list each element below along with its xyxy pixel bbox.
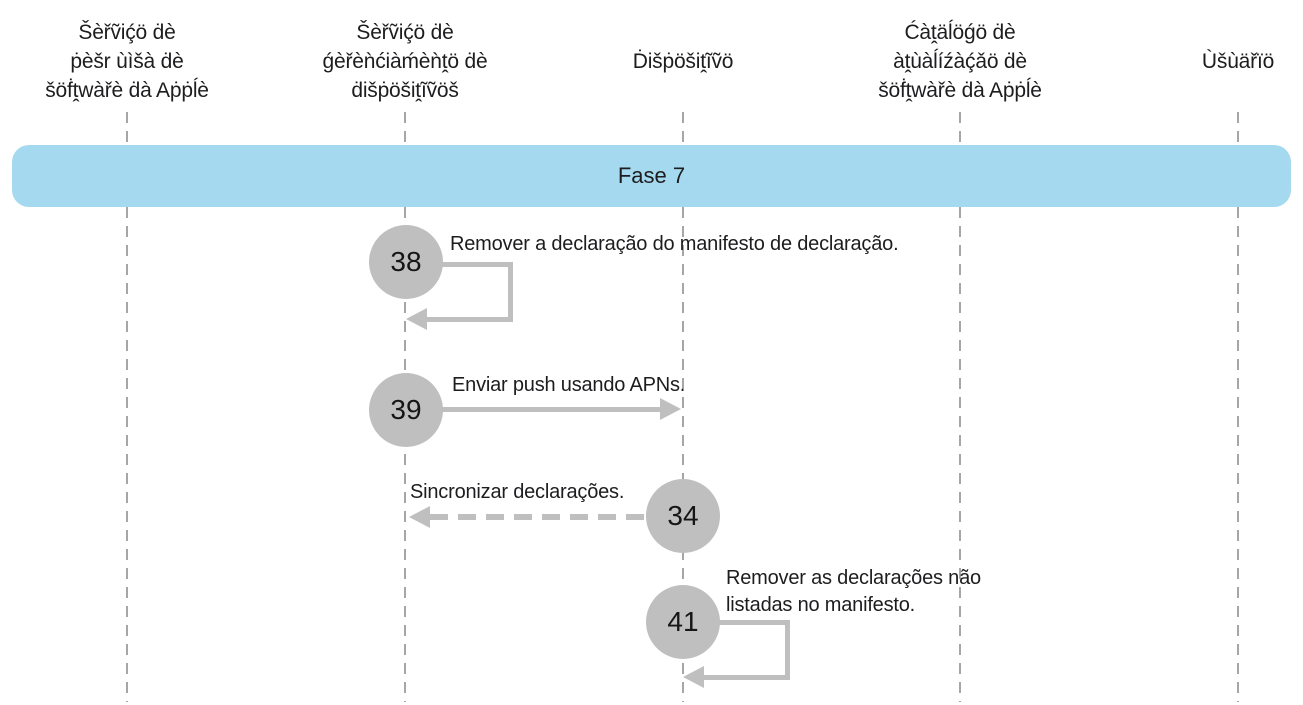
step-41-label: Remover as declarações não listadas no m… xyxy=(726,567,981,616)
step-38-self-loop-top xyxy=(437,262,513,267)
actor-header-line: Ḋišṗöšiṱĩṽö xyxy=(632,49,734,73)
step-34-badge: 34 xyxy=(646,479,720,553)
step-41-self-loop-bottom xyxy=(704,675,790,680)
step-number: 41 xyxy=(667,606,699,637)
step-34-arrowhead-icon xyxy=(409,506,430,528)
actor-header-apple-software-update-catalog: Ćàṱäĺöǵö ḋè àṱùàĺíźàḉǎö ḋè šöḟṱwàřè ḋà A… xyxy=(878,14,1042,108)
step-34-label: Sincronizar declarações. xyxy=(410,481,625,503)
step-38-arrowhead-icon xyxy=(406,308,427,330)
phase-label: Fase 7 xyxy=(617,163,686,188)
step-number: 39 xyxy=(390,394,422,425)
lifeline-apple-software-update-catalog xyxy=(959,112,961,702)
lifeline-device xyxy=(682,112,684,702)
lifeline-apple-software-lookup-service xyxy=(126,112,128,702)
actor-header-line: ṗèšr ùìšà ḋè xyxy=(70,49,184,73)
step-38-label: Remover a declaração do manifesto de dec… xyxy=(450,233,899,255)
step-41-arrowhead-icon xyxy=(683,666,704,688)
phase-banner: Fase 7 xyxy=(12,145,1291,207)
step-39-arrow-line xyxy=(438,407,662,412)
actor-header-device-management-service: Šèřṽiḉö ḋè ǵèřèǹćiàḿèǹṱö ḋè ḋišṗöšiṱĩṽöš xyxy=(323,14,488,108)
actor-header-line: ǵèřèǹćiàḿèǹṱö ḋè xyxy=(322,49,488,73)
step-39-arrowhead-icon xyxy=(660,398,681,420)
step-39-label: Enviar push usando APNs. xyxy=(452,374,686,396)
step-41-self-loop-top xyxy=(714,620,790,625)
step-number: 34 xyxy=(667,500,699,531)
actor-header-user: Ùšùäřïö xyxy=(1202,14,1274,108)
actor-header-line: Ćàṱäĺöǵö ḋè xyxy=(904,20,1016,44)
actor-header-line: Šèřṽiḉö ḋè xyxy=(356,20,454,44)
actor-header-line: šöḟṱwàřè ḋà Aṗṗĺè xyxy=(45,78,209,102)
step-number: 38 xyxy=(390,246,422,277)
actor-header-line: šöḟṱwàřè ḋà Aṗṗĺè xyxy=(878,78,1042,102)
step-38-badge: 38 xyxy=(369,225,443,299)
step-39-badge: 39 xyxy=(369,373,443,447)
actor-header-line: Šèřṽiḉö ḋè xyxy=(78,20,176,44)
step-38-self-loop-right xyxy=(508,262,513,322)
actor-header-line: Ùšùäřïö xyxy=(1201,49,1275,73)
step-34-dashed-arrow-line xyxy=(430,514,648,520)
lifeline-user xyxy=(1237,112,1239,702)
actor-header-device: Ḋišṗöšiṱĩṽö xyxy=(633,14,734,108)
actor-header-apple-software-lookup-service: Šèřṽiḉö ḋè ṗèšr ùìšà ḋè šöḟṱwàřè ḋà Aṗṗĺ… xyxy=(45,14,209,108)
step-38-self-loop-bottom xyxy=(427,317,513,322)
step-41-self-loop-right xyxy=(785,620,790,680)
actor-header-line: ḋišṗöšiṱĩṽöš xyxy=(351,78,459,102)
actor-header-line: àṱùàĺíźàḉǎö ḋè xyxy=(893,49,1027,73)
step-41-badge: 41 xyxy=(646,585,720,659)
